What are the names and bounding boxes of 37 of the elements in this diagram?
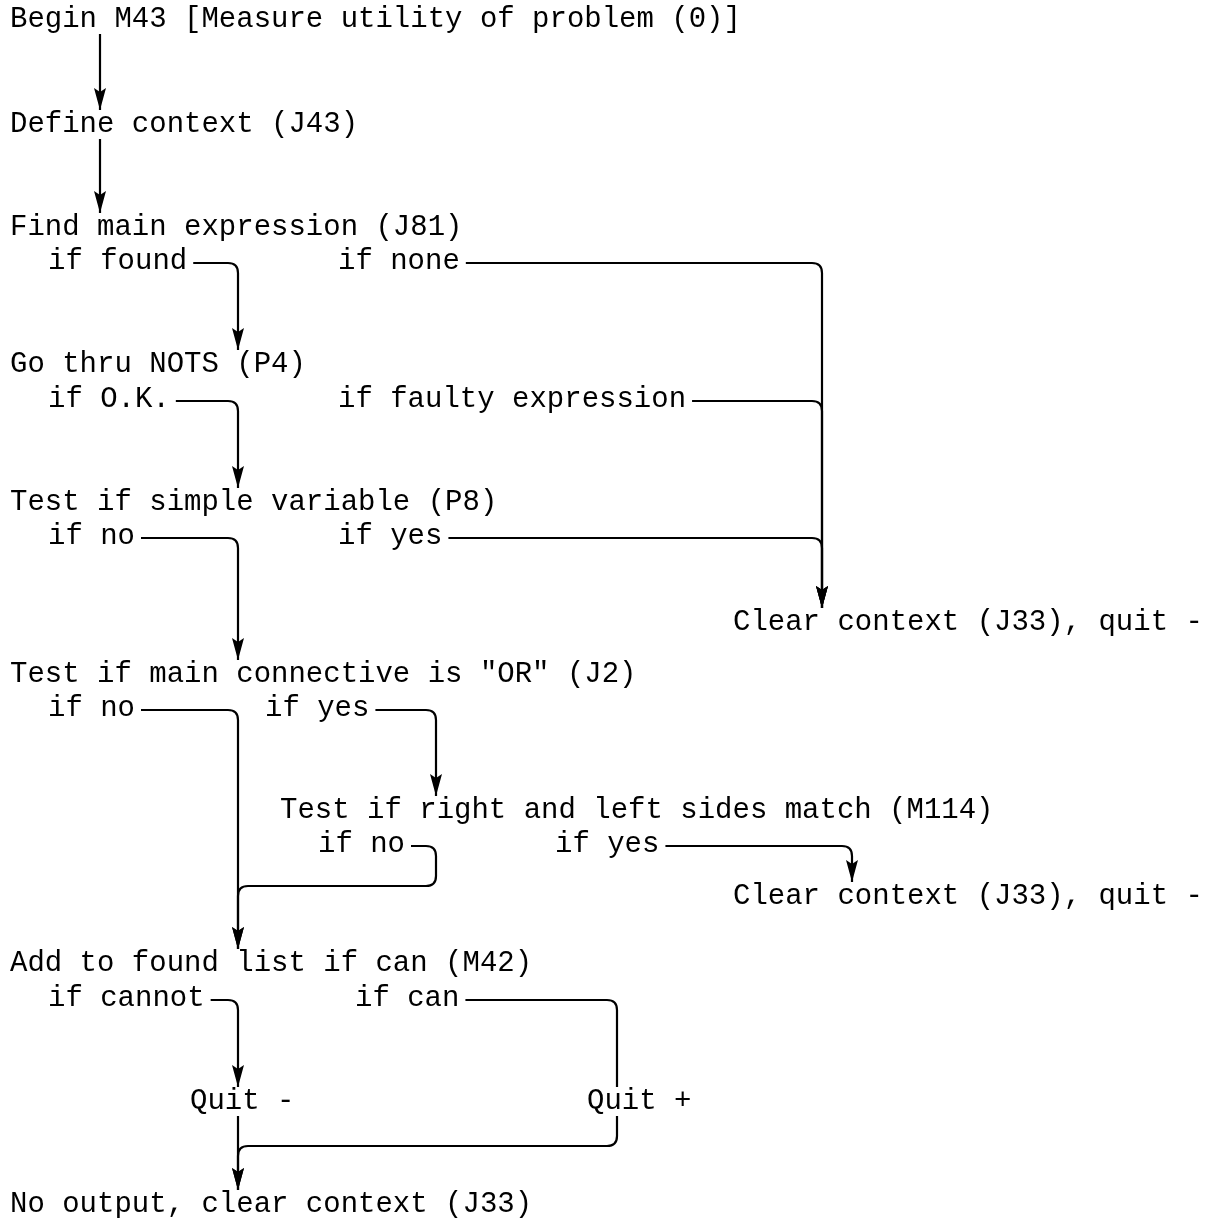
branch-label: if yes (265, 693, 370, 725)
arrow (232, 1116, 619, 1190)
branch-label: if found (48, 246, 188, 278)
step-text: Test if main connective is "OR" (J2) (10, 659, 637, 691)
arrow (448, 536, 828, 608)
branch-label: if faulty expression (338, 384, 687, 416)
arrow (232, 844, 438, 949)
branch-label: if no (48, 693, 135, 725)
branch-label: if no (48, 521, 135, 553)
outcome-text: No output, clear context (J33) (10, 1189, 533, 1221)
outcome-text: Quit - (190, 1086, 295, 1118)
arrow (210, 998, 244, 1087)
step-text: Test if right and left sides match (M114) (280, 795, 994, 827)
arrow (193, 261, 244, 350)
outcome-text: Quit + (587, 1086, 692, 1118)
arrow (665, 844, 858, 882)
step-text: Find main expression (J81) (10, 212, 463, 244)
arrow (94, 34, 106, 110)
arrow (94, 139, 106, 213)
arrow (141, 536, 244, 660)
step-text: Define context (J43) (10, 109, 359, 141)
branch-label: if cannot (48, 983, 205, 1015)
branch-label: if O.K. (48, 384, 170, 416)
arrow (175, 399, 244, 488)
outcome-text: Clear context (J33), quit - (733, 607, 1203, 639)
step-text: Test if simple variable (P8) (10, 487, 498, 519)
step-text: Go thru NOTS (P4) (10, 349, 306, 381)
arrow (375, 708, 442, 796)
branch-label: if yes (338, 521, 443, 553)
outcome-text: Clear context (J33), quit - (733, 881, 1203, 913)
step-text: Begin M43 [Measure utility of problem (0)] (10, 4, 741, 36)
connector-line (465, 998, 619, 1087)
branch-label: if none (338, 246, 460, 278)
branch-label: if no (318, 829, 405, 861)
branch-label: if yes (555, 829, 660, 861)
step-text: Add to found list if can (M42) (10, 948, 533, 980)
branch-label: if can (355, 983, 460, 1015)
